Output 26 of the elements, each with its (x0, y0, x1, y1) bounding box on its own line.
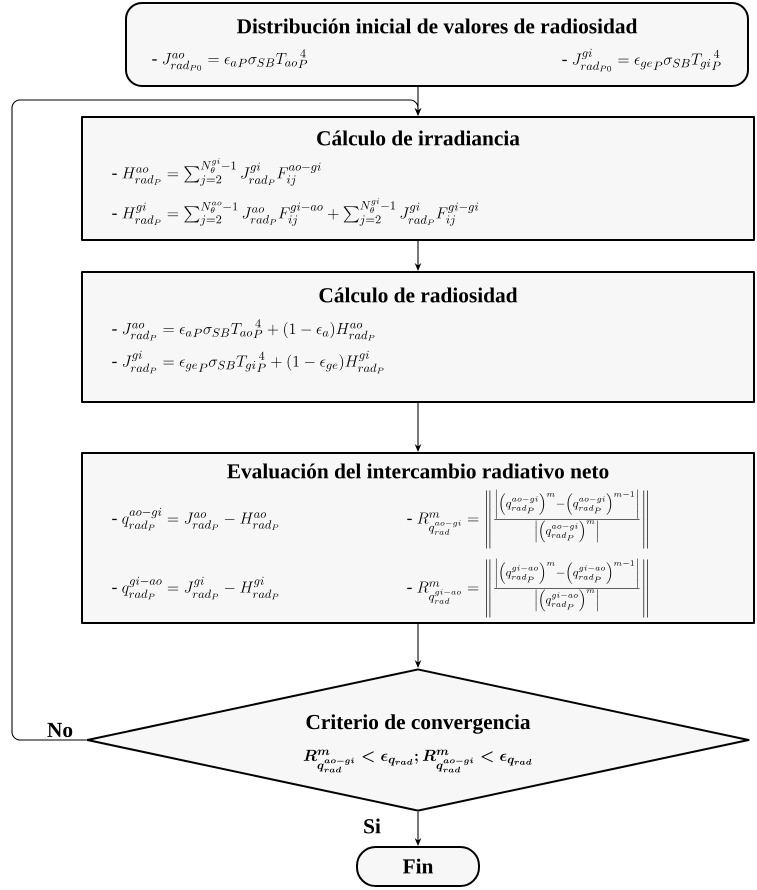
box-heading: Fin (402, 858, 434, 874)
box-heading: Evaluación del intercambio radiativo neto (227, 463, 608, 479)
end-box (356, 846, 480, 887)
decision-diamond (86, 668, 750, 812)
formula: $\mbox{-}\ q^{ao-gi}_{rad_P} = J^{ao}_{rad_P} - H^{ao}_{rad_P}$ (112, 508, 278, 530)
edge-label: No (46, 722, 74, 738)
formula: $\mbox{-}\ J^{ao}_{rad_P} = {\epsilon_{a}}_{P}\sigma_{SB}{T_{ao}}_{P}^{\,4} + (1-\epsilon_a)H^{ao}_{rad_P}$ (112, 319, 374, 340)
formula: $\boldsymbol{R^m_{q^{ao-gi}_{rad}} < \epsilon_{q_{rad}}; R^m_{q^{ao-gi}_{rad}} < \epsilon_{q_{rad}}}$ (304, 750, 532, 772)
process-box (81, 452, 755, 624)
box-heading: Cálculo de radiosidad (319, 287, 518, 303)
formula: $\mbox{-}\ H^{gi}_{rad_P} = \sum_{j=2}^{N_\theta^{ao}-1} J^{ao}_{rad_P} F^{gi-ao}_{ij} + \sum_{j=2}^{N_\theta^{gi}-1} J^{gi}_{rad_P} F^{gi-gi}_{ij}$ (112, 198, 478, 226)
formula: $\mbox{-}\ J^{gi}_{rad_P} = {\epsilon_{ge}}_{P}\sigma_{SB}{T_{gi}}_{P}^{\,4} + (1-\epsilon_{ge})H^{gi}_{rad_P}$ (112, 350, 384, 374)
formula: $\mbox{-}\ R^m_{q^{gi-ao}_{rad}} = \left\|\frac{\left|\left(q^{gi-ao}_{rad_P}\right)^m-\left(q^{gi-ao}_{rad_P}\right)^{m-1}\right|}{\left|\left(q^{gi-ao}_{rad_P}\right)^m\right|}\right\|$ (407, 558, 648, 618)
edge-label: Si (362, 817, 382, 835)
process-box (81, 271, 755, 403)
formula: $\mbox{-}\ J^{gi}_{rad_{P0}} = {\epsilon_{ge}}_{P}\sigma_{SB}{T_{gi}}_{P}^{\,4}$ (562, 48, 721, 72)
formula: $\mbox{-}\ J^{ao}_{rad_{P0}} = {\epsilon_{a}}_{P}\sigma_{SB}{T_{ao}}_{P}^{\,4}$ (152, 49, 308, 71)
arrow (11, 99, 422, 741)
box-heading: Distribución inicial de valores de radiosidad (236, 18, 638, 34)
box-heading: Cálculo de irradiancia (317, 130, 520, 146)
start-box (125, 2, 749, 88)
formula: $\mbox{-}\ R^m_{q^{ao-gi}_{rad}} = \left\|\frac{\left|\left(q^{ao-gi}_{rad_P}\right)^m-\left(q^{ao-gi}_{rad_P}\right)^{m-1}\right|}{\left|\left(q^{ao-gi}_{rad_P}\right)^m\right|}\right\|$ (407, 489, 648, 549)
formula: $\mbox{-}\ H^{ao}_{rad_P} = \sum_{j=2}^{N_\theta^{gi}-1} J^{gi}_{rad_P} F^{ao-gi}_{ij}$ (112, 158, 321, 186)
formula: $\mbox{-}\ q^{gi-ao}_{rad_P} = J^{gi}_{rad_P} - H^{gi}_{rad_P}$ (112, 576, 278, 600)
process-box (81, 116, 755, 241)
box-heading: Criterio de convergencia (306, 714, 530, 734)
